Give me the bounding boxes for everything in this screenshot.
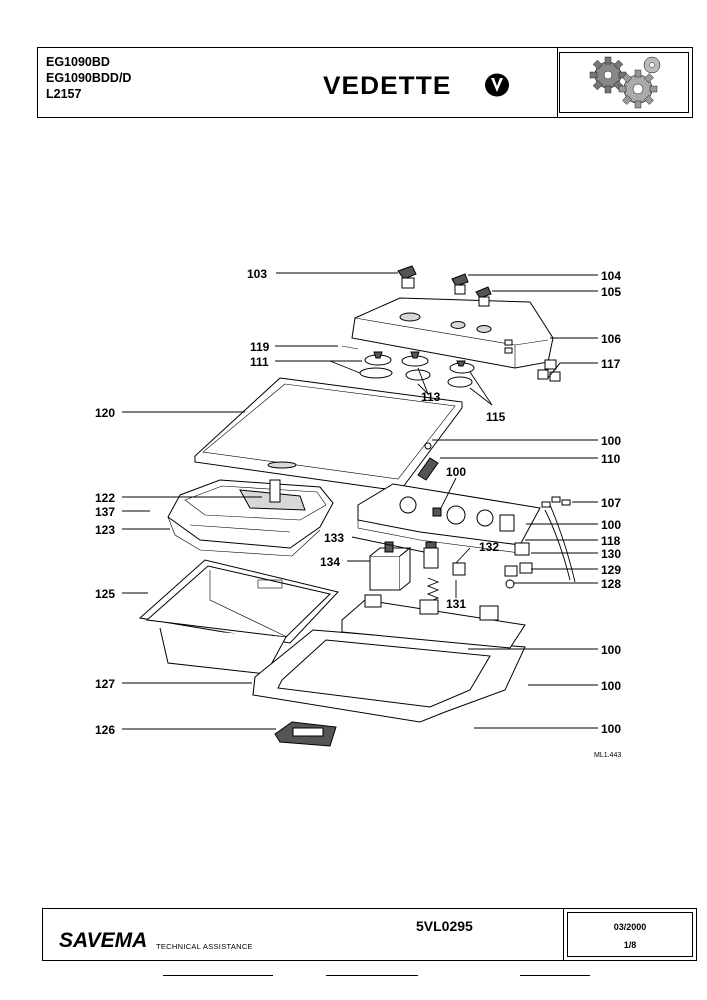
footer-frame: SAVEMA TECHNICAL ASSISTANCE 5VL0295 03/2… bbox=[42, 908, 697, 961]
company-name: SAVEMA bbox=[59, 929, 148, 952]
callout-133: 133 bbox=[324, 531, 344, 545]
callout-100: 100 bbox=[446, 465, 466, 479]
header-divider bbox=[557, 48, 558, 117]
filter-126 bbox=[274, 721, 337, 747]
callout-106: 106 bbox=[601, 332, 621, 346]
callout-103: 103 bbox=[247, 267, 267, 281]
callout-125: 125 bbox=[95, 587, 115, 601]
callout-120: 120 bbox=[95, 406, 115, 420]
document-date: 03/2000 bbox=[613, 922, 647, 932]
callout-130: 130 bbox=[601, 547, 621, 561]
callout-105: 105 bbox=[601, 285, 621, 299]
callout-104: 104 bbox=[601, 269, 621, 283]
valve-133 bbox=[423, 541, 439, 569]
document-reference: 5VL0295 bbox=[416, 918, 473, 934]
top-frame bbox=[341, 594, 526, 649]
callout-118: 118 bbox=[601, 534, 621, 548]
callout-128: 128 bbox=[601, 577, 621, 591]
knob-104 bbox=[451, 273, 469, 295]
gears-logo bbox=[559, 52, 689, 113]
microswitch-132 bbox=[452, 562, 466, 576]
base-frame-127 bbox=[252, 629, 526, 723]
control-panel-106 bbox=[351, 297, 554, 369]
model-number: L2157 bbox=[46, 87, 82, 101]
callout-100: 100 bbox=[601, 518, 621, 532]
callout-131: 131 bbox=[446, 597, 466, 611]
brand-name: VEDETTE bbox=[323, 72, 452, 100]
date-page-box: 03/2000 1/8 bbox=[567, 912, 693, 957]
control-board-118 bbox=[357, 483, 541, 554]
wiring-107 bbox=[541, 496, 576, 583]
knob-105 bbox=[475, 286, 492, 307]
diagram-reference: ML1.443 bbox=[594, 752, 621, 759]
pressure-switch-134 bbox=[369, 541, 412, 591]
callout-137: 137 bbox=[95, 505, 115, 519]
callout-126: 126 bbox=[95, 723, 115, 737]
latch-110 bbox=[417, 442, 439, 481]
header-frame: EG1090BD EG1090BDD/D L2157 VEDETTE bbox=[37, 47, 693, 118]
footer-divider bbox=[563, 909, 564, 960]
callout-111: 111 bbox=[250, 355, 269, 369]
company-subtitle: TECHNICAL ASSISTANCE bbox=[156, 942, 253, 951]
spring-131 bbox=[426, 577, 440, 603]
leader-lines bbox=[122, 272, 598, 730]
callout-100: 100 bbox=[601, 643, 621, 657]
lid-120 bbox=[193, 377, 463, 492]
callout-132: 132 bbox=[479, 540, 499, 554]
page-number: 1/8 bbox=[623, 940, 637, 950]
scan-artifact-line bbox=[520, 975, 590, 976]
callout-117: 117 bbox=[601, 357, 621, 371]
model-number: EG1090BD bbox=[46, 55, 110, 69]
switch-117 bbox=[537, 359, 561, 382]
brand-v-logo-icon bbox=[485, 73, 509, 97]
scan-artifact-line bbox=[163, 975, 273, 976]
scan-artifact-line bbox=[326, 975, 418, 976]
callout-100: 100 bbox=[601, 679, 621, 693]
gears-icon bbox=[589, 56, 661, 109]
callout-100: 100 bbox=[601, 434, 621, 448]
callout-100: 100 bbox=[601, 722, 621, 736]
selector-discs bbox=[341, 345, 475, 388]
callout-134: 134 bbox=[320, 555, 340, 569]
callout-119: 119 bbox=[250, 340, 270, 354]
model-number: EG1090BDD/D bbox=[46, 71, 132, 85]
callout-129: 129 bbox=[601, 563, 621, 577]
knob-103 bbox=[397, 265, 417, 289]
callout-127: 127 bbox=[95, 677, 115, 691]
callout-113: 113 bbox=[421, 390, 441, 404]
callout-115: 115 bbox=[486, 410, 506, 424]
thermostat-130 bbox=[504, 542, 533, 589]
callout-107: 107 bbox=[601, 496, 621, 510]
callout-110: 110 bbox=[601, 452, 621, 466]
model-list: EG1090BD EG1090BDD/D L2157 bbox=[46, 54, 131, 102]
callout-122: 122 bbox=[95, 491, 115, 505]
callout-123: 123 bbox=[95, 523, 115, 537]
basin-125 bbox=[138, 559, 339, 675]
tank-123 bbox=[167, 479, 334, 557]
